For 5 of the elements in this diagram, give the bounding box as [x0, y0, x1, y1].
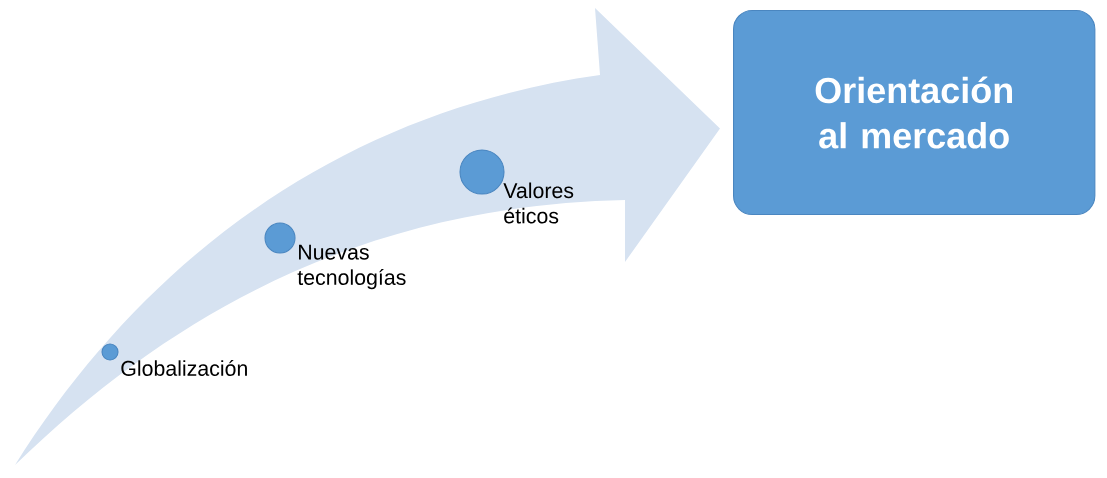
bullet-label: Nuevas tecnologías	[297, 244, 406, 290]
curved-arrow	[15, 8, 720, 465]
bullet-label: Globalización	[121, 360, 247, 376]
result-box: Orientación al mercado	[733, 10, 1096, 216]
bullet-label: Valores éticos	[503, 182, 574, 224]
